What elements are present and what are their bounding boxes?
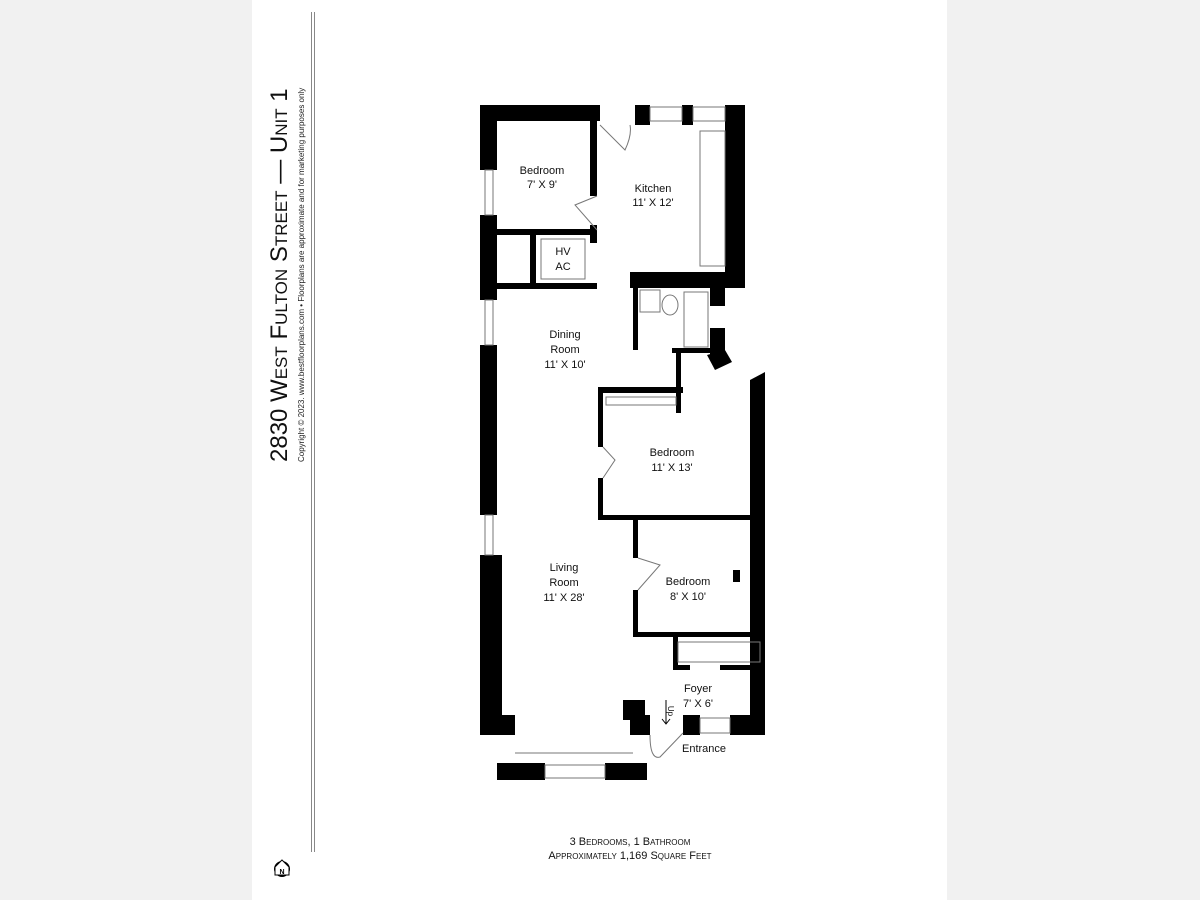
bedroom-1-name: Bedroom: [520, 165, 565, 177]
living-size: 11' X 28': [543, 592, 584, 604]
stairs-arrow-icon: [661, 700, 671, 725]
foyer-name: Foyer: [684, 683, 712, 695]
north-label: N: [279, 869, 284, 876]
summary-rooms: 3 Bedrooms, 1 Bathroom: [569, 836, 691, 848]
bedroom-2-name: Bedroom: [650, 447, 695, 459]
bedroom-3-name: Bedroom: [666, 576, 711, 588]
living-name: Living: [550, 562, 579, 574]
dining-name: Dining: [549, 329, 580, 341]
dining-size: 11' X 10': [544, 359, 585, 371]
stairs-up-label: Up: [666, 706, 675, 717]
summary-area: Approximately 1,169 Square Feet: [548, 850, 712, 862]
fixtures: [484, 106, 761, 779]
floorplan-sheet: [252, 0, 947, 900]
entrance-label: Entrance: [682, 743, 726, 755]
living-name-2: Room: [549, 577, 578, 589]
hvac-label-2: AC: [555, 261, 570, 273]
hvac-label-1: HV: [555, 246, 571, 258]
foyer-size: 7' X 6': [683, 698, 713, 710]
dining-name-2: Room: [550, 344, 579, 356]
bedroom-1-size: 7' X 9': [527, 179, 557, 191]
property-summary: 3 Bedrooms, 1 Bathroom Approximately 1,1…: [500, 835, 760, 863]
kitchen-name: Kitchen: [635, 183, 672, 195]
room-labels: Bedroom 7' X 9' Kitchen 11' X 12' HV AC …: [520, 165, 726, 755]
bedroom-2-size: 11' X 13': [651, 462, 692, 474]
title-divider: [311, 12, 315, 852]
kitchen-size: 11' X 12': [632, 197, 673, 209]
bedroom-3-size: 8' X 10': [670, 591, 706, 603]
walls: [480, 105, 765, 780]
north-compass-icon: N: [274, 859, 290, 877]
